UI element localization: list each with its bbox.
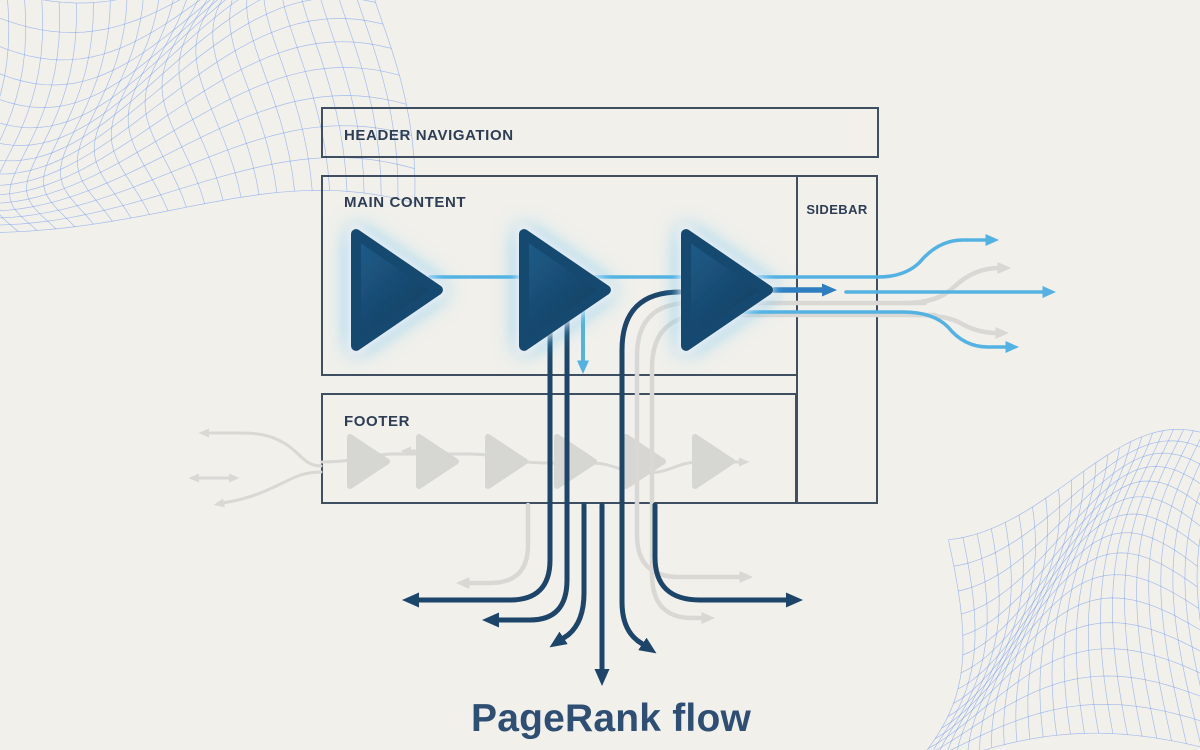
page-title: PageRank flow: [471, 697, 751, 740]
footer-flow: [188, 428, 750, 508]
cyan-link-top: [428, 234, 999, 279]
footer-node-4 play-triangle-icon: [554, 434, 597, 489]
main-node-3 play-triangle-icon: [681, 229, 773, 351]
footer-node-1 play-triangle-icon: [347, 434, 390, 489]
footer-label: FOOTER: [344, 413, 411, 430]
gray-strand-down-right: [634, 300, 928, 583]
wireframe-mesh-top-left: [0, 0, 416, 233]
dark-strand-far-left: [402, 327, 553, 608]
dark-strand-left: [482, 317, 570, 628]
main-node-2 play-triangle-icon: [519, 229, 611, 351]
header-box: [321, 107, 879, 158]
dark-strand-diag-right: [619, 289, 683, 654]
gray-exit-up-arrow: [902, 262, 1011, 306]
footer-node-2 play-triangle-icon: [416, 434, 459, 489]
cyan-flow-lines: [428, 234, 1056, 374]
sidebar-box: [796, 175, 878, 504]
footer-node-6 play-triangle-icon: [692, 434, 735, 489]
gray-strand-bottom-left: [456, 502, 531, 589]
gray-exit-down-arrow: [912, 312, 1009, 339]
main-content-label: MAIN CONTENT: [344, 194, 467, 211]
dark-flow-strands: [402, 283, 837, 686]
main-node-1 play-triangle-icon: [351, 229, 443, 351]
header-label: HEADER NAVIGATION: [344, 127, 514, 144]
main-flow-nodes: [351, 229, 773, 351]
cyan-link-bottom: [698, 310, 1019, 353]
main-content-box: [321, 175, 797, 376]
layout-wireframe: [321, 107, 879, 504]
footer-box: [321, 393, 797, 504]
footer-node-3 play-triangle-icon: [485, 434, 528, 489]
dark-strand-far-right: [652, 502, 803, 608]
dark-strand-diag-left: [549, 502, 587, 648]
sidebar-label: SIDEBAR: [806, 202, 868, 217]
footer-out-left-arrow: [198, 428, 323, 468]
wireframe-mesh-bottom-right: [926, 428, 1200, 750]
footer-node-5 play-triangle-icon: [623, 434, 666, 489]
footer-out-downleft-arrow: [213, 470, 323, 508]
